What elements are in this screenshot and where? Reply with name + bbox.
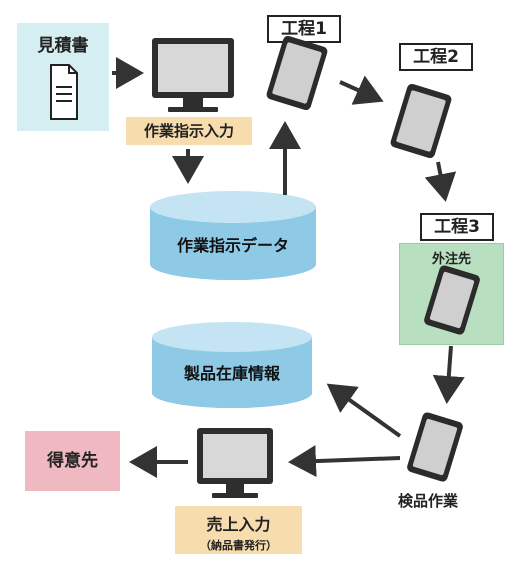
step2-label: 工程2 [399,43,473,71]
step1-label: 工程1 [267,15,341,43]
document-icon [50,64,78,120]
tablet-icon [407,412,463,482]
tablet-icon [424,265,480,335]
tablet-icon [390,83,452,159]
customer-box: 得意先 [25,431,120,491]
tablet-icon [266,35,328,111]
database-icon [150,191,316,280]
work-order-input-label: 作業指示入力 [126,117,252,145]
outsource-label: 外注先 [431,252,471,267]
sales-input-sublabel: （納品書発行） [200,539,277,552]
monitor-icon [152,38,234,112]
monitor-icon [197,428,273,498]
database-icon [152,322,312,408]
step3-label: 工程3 [420,213,494,241]
arrow-icon [112,57,465,478]
estimate-box: 見積書 [17,23,109,131]
work-order-data-label: 作業指示データ [176,236,289,255]
inspection-label: 検品作業 [397,492,458,510]
estimate-label: 見積書 [37,36,89,56]
sales-input-box: 売上入力 （納品書発行） [175,506,302,554]
inventory-label: 製品在庫情報 [183,364,280,383]
sales-input-label: 売上入力 [206,515,271,534]
